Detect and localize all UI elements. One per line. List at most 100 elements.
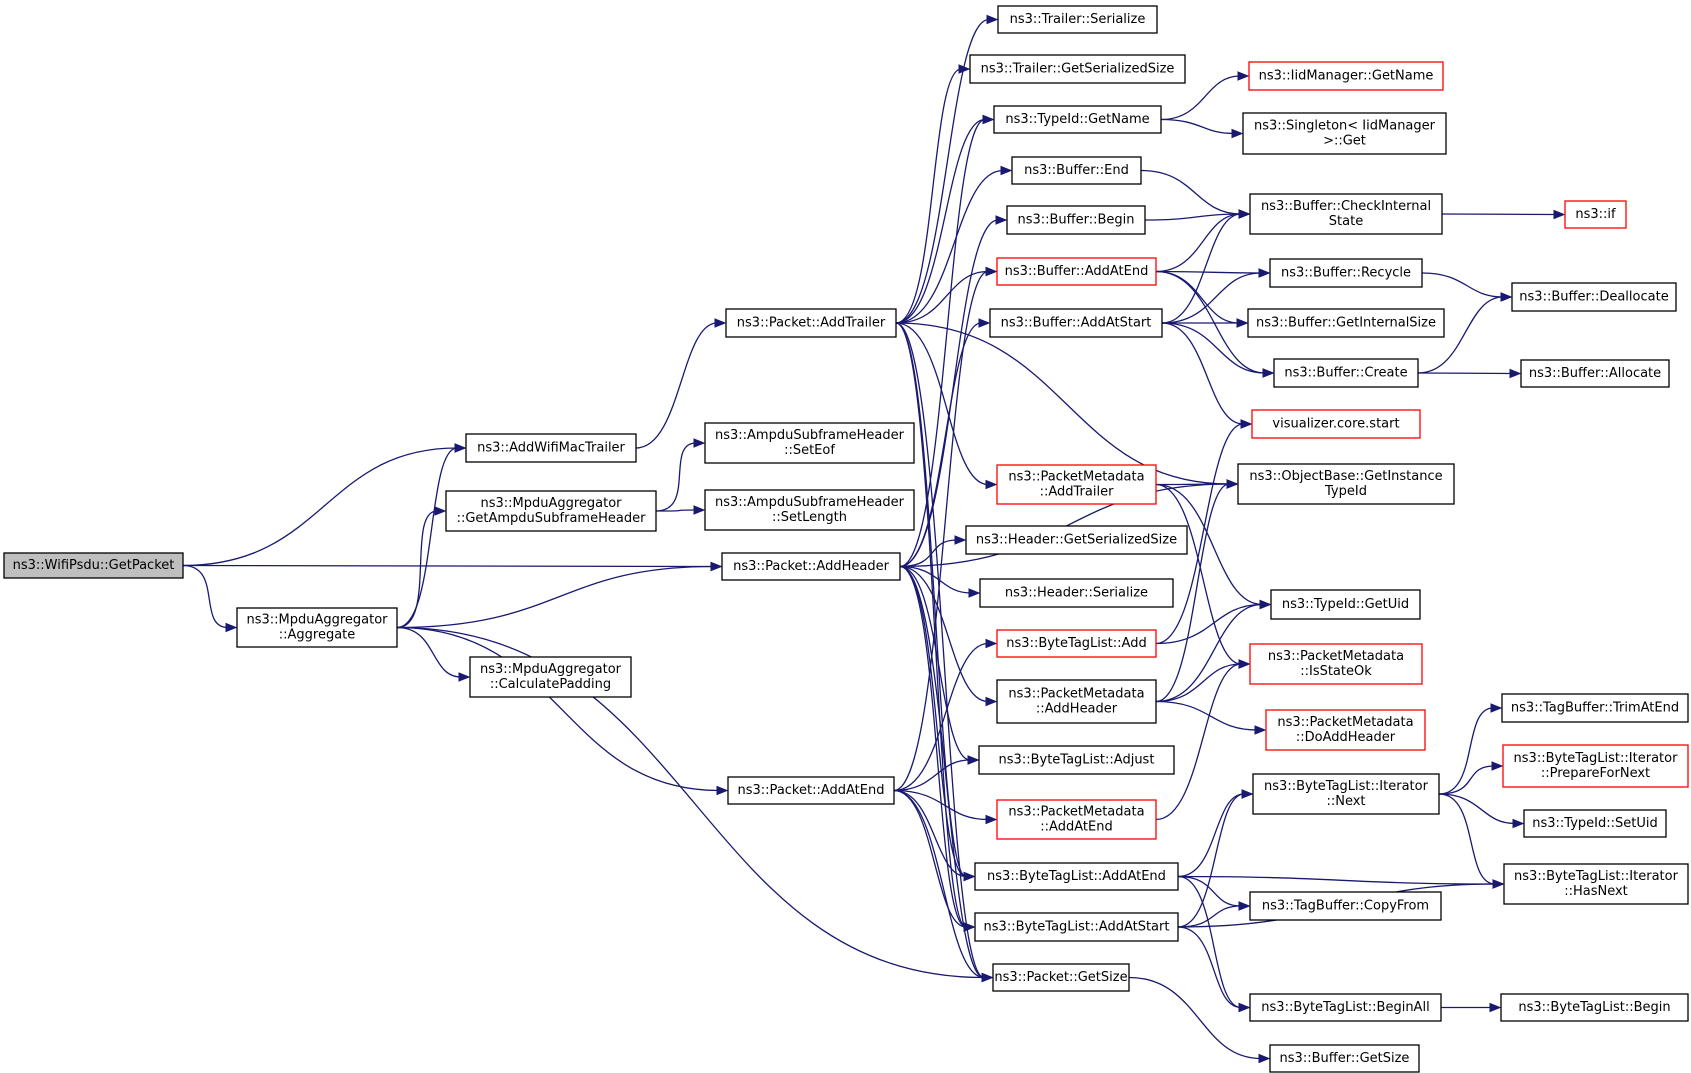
function-node[interactable]: ns3::ByteTagList::Iterator::Next [1252, 773, 1440, 815]
call-edge [895, 322, 1239, 489]
function-node[interactable]: ns3::Buffer::Deallocate [1511, 282, 1677, 312]
function-node[interactable]: visualizer.core.start [1251, 409, 1421, 439]
function-node[interactable]: ns3::Buffer::AddAtEnd [996, 257, 1157, 286]
node-label: ::SetLength [772, 510, 847, 525]
node-box [996, 629, 1157, 658]
call-edge [1128, 976, 1271, 1064]
arrowhead [225, 622, 238, 633]
arrowhead [1262, 368, 1275, 378]
call-edge [1417, 368, 1522, 379]
arrowhead [1512, 818, 1525, 829]
function-node[interactable]: ns3::TypeId::GetUid [1270, 589, 1421, 620]
arrowhead [1236, 318, 1249, 328]
node-label: ns3::ByteTagList::AddAtStart [984, 920, 1170, 935]
node-box [1248, 61, 1444, 91]
function-node[interactable]: ns3::Packet::GetSize [992, 963, 1130, 992]
function-node[interactable]: ns3::PacketMetadata::AddAtEnd [996, 799, 1157, 840]
node-label: ns3::Buffer::GetInternalSize [1256, 316, 1436, 331]
function-node[interactable]: ns3::ByteTagList::Begin [1500, 993, 1689, 1022]
function-node[interactable]: ns3::Singleton< IidManager>::Get [1242, 112, 1447, 155]
function-node[interactable]: ns3::MpduAggregator::CalculatePadding [469, 656, 632, 698]
node-box [974, 912, 1179, 942]
arrowhead [1259, 599, 1272, 610]
function-node[interactable]: ns3::Buffer::Create [1273, 358, 1419, 388]
function-node[interactable]: ns3::PacketMetadata::AddTrailer [996, 464, 1157, 505]
call-edge [895, 114, 995, 324]
node-box [1523, 809, 1667, 838]
node-box [1564, 200, 1627, 229]
node-box [1249, 993, 1442, 1022]
arrowhead [985, 638, 998, 649]
function-node[interactable]: ns3::TagBuffer::CopyFrom [1249, 891, 1442, 921]
function-node[interactable]: ns3::Buffer::Allocate [1520, 359, 1670, 388]
function-node[interactable]: ns3::Packet::AddAtEnd [727, 776, 895, 805]
function-node[interactable]: ns3::Trailer::Serialize [997, 5, 1158, 34]
node-box [465, 433, 637, 463]
function-node[interactable]: ns3::ByteTagList::Iterator::PrepareForNe… [1502, 744, 1689, 788]
function-node[interactable]: ns3::AmpduSubframeHeader::SetEof [704, 422, 915, 464]
call-edge [1160, 71, 1250, 121]
node-label: ns3::IidManager::GetName [1259, 69, 1434, 84]
function-node[interactable]: ns3::Header::Serialize [979, 578, 1174, 608]
function-node[interactable]: ns3::WifiPsdu::GetPacket [3, 552, 184, 579]
function-node[interactable]: ns3::ByteTagList::BeginAll [1249, 993, 1442, 1022]
call-edge [1161, 322, 1275, 378]
node-label: ::DoAddHeader [1296, 730, 1396, 745]
node-label: ::HasNext [1564, 884, 1628, 899]
arrowhead [434, 506, 447, 516]
call-edge [1161, 268, 1271, 324]
node-box [1501, 693, 1689, 723]
arrowhead [985, 814, 998, 825]
call-edge [895, 14, 999, 324]
function-node[interactable]: ns3::Buffer::Recycle [1269, 258, 1423, 288]
function-node[interactable]: ns3::MpduAggregator::GetAmpduSubframeHea… [445, 490, 657, 532]
function-node[interactable]: ns3::TypeId::GetName [993, 105, 1162, 134]
node-label: ns3::Packet::AddAtEnd [738, 783, 885, 798]
function-node[interactable]: ns3::Buffer::GetSize [1269, 1044, 1420, 1073]
call-edge [1155, 479, 1239, 703]
call-edge [899, 565, 976, 882]
function-node[interactable]: ns3::ByteTagList::AddAtEnd [974, 862, 1179, 891]
function-node[interactable]: ns3::Packet::AddHeader [721, 552, 901, 581]
function-node[interactable]: ns3::Buffer::Begin [1006, 205, 1146, 235]
function-node[interactable]: ns3::PacketMetadata::DoAddHeader [1265, 709, 1426, 751]
arrowhead [1492, 879, 1505, 889]
node-label: ns3::TagBuffer::CopyFrom [1262, 899, 1429, 914]
arrowhead [1238, 659, 1251, 669]
function-node[interactable]: ns3::PacketMetadata::IsStateOk [1249, 643, 1423, 685]
node-label: ns3::MpduAggregator [480, 662, 622, 677]
function-node[interactable]: ns3::Buffer::End [1011, 156, 1142, 185]
function-node[interactable]: ns3::ByteTagList::Add [996, 629, 1157, 658]
function-node[interactable]: ns3::Header::GetSerializedSize [965, 525, 1188, 555]
node-label: ns3::Buffer::Allocate [1529, 366, 1661, 381]
function-node[interactable]: ns3::IidManager::GetName [1248, 61, 1444, 91]
node-label: ::GetAmpduSubframeHeader [457, 511, 647, 526]
arrowhead [982, 114, 995, 125]
function-node[interactable]: ns3::Buffer::AddAtStart [989, 308, 1163, 338]
function-node[interactable]: ns3::AddWifiMacTrailer [465, 433, 637, 463]
node-label: ns3::Header::GetSerializedSize [976, 533, 1177, 548]
arrowhead [693, 505, 706, 515]
function-node[interactable]: ns3::TagBuffer::TrimAtEnd [1501, 693, 1689, 723]
node-label: ns3::PacketMetadata [1008, 805, 1144, 820]
node-box [1265, 709, 1426, 751]
function-node[interactable]: ns3::MpduAggregator::Aggregate [236, 607, 398, 648]
function-node[interactable]: ns3::PacketMetadata::AddHeader [996, 679, 1157, 724]
call-edge [1421, 272, 1513, 302]
call-edge [635, 318, 727, 449]
function-node[interactable]: ns3::Trailer::GetSerializedSize [969, 54, 1186, 84]
function-node[interactable]: ns3::TypeId::SetUid [1523, 809, 1667, 838]
node-box [1252, 773, 1440, 815]
function-node[interactable]: ns3::Buffer::GetInternalSize [1247, 308, 1445, 338]
function-node[interactable]: ns3::ByteTagList::Adjust [978, 745, 1175, 775]
function-node[interactable]: ns3::ByteTagList::AddAtStart [974, 912, 1179, 942]
call-edge [396, 626, 471, 682]
function-node[interactable]: ns3::AmpduSubframeHeader::SetLength [704, 489, 915, 531]
call-edge [182, 561, 723, 572]
node-label: ns3::ByteTagList::Iterator [1514, 869, 1679, 884]
function-node[interactable]: ns3::if [1564, 200, 1627, 229]
function-node[interactable]: ns3::Packet::AddTrailer [725, 308, 897, 338]
function-node[interactable]: ns3::ByteTagList::Iterator::HasNext [1503, 863, 1689, 905]
